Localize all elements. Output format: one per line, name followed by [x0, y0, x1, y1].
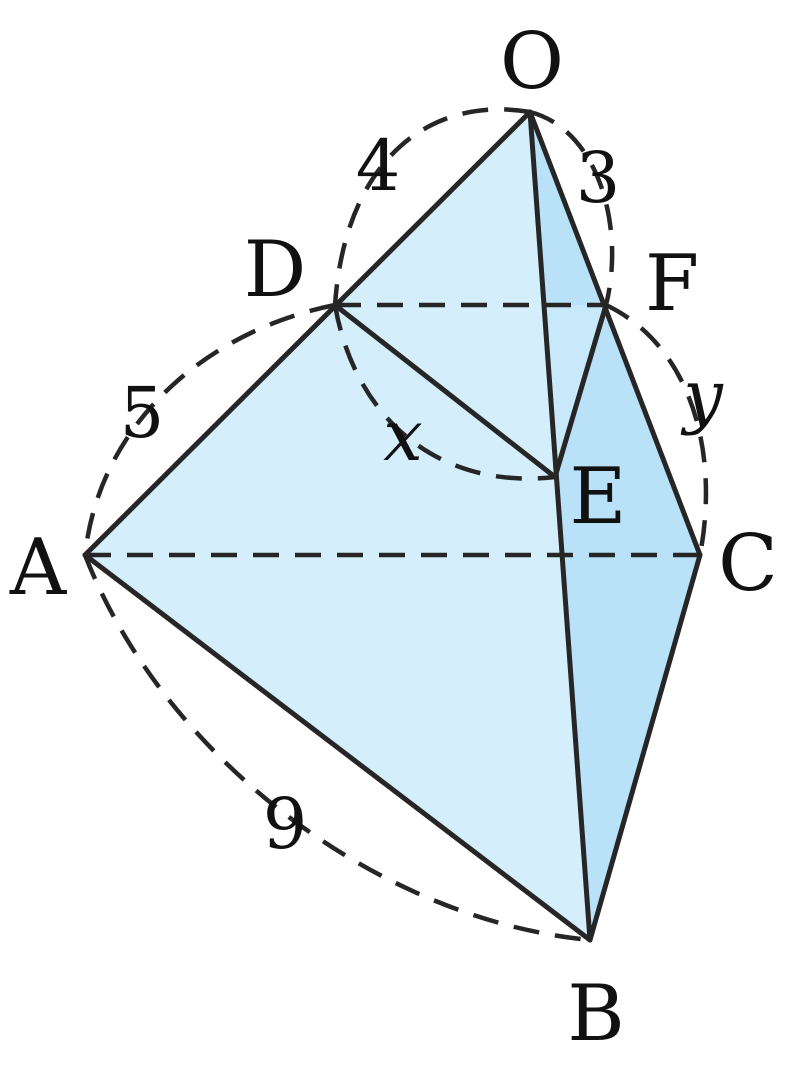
arc-AB	[82, 554, 591, 943]
arc-OD	[332, 107, 531, 306]
edge-BC	[587, 552, 703, 943]
arc-DA	[82, 302, 336, 556]
edge-OA	[82, 109, 533, 558]
edge-OC	[527, 109, 703, 558]
vertex-label-D: D	[244, 225, 307, 315]
arc-OF	[529, 109, 615, 306]
measure-label-OD: 4	[356, 125, 401, 207]
edge-OB	[527, 109, 593, 943]
arc-DE	[332, 304, 556, 481]
measure-label-DE: x	[383, 395, 422, 477]
arc-FC	[605, 302, 709, 556]
measure-label-FC: y	[680, 355, 724, 437]
edge-AB	[82, 552, 593, 943]
edge-DE	[332, 302, 558, 480]
face-OAB	[85, 112, 590, 940]
vertex-label-O: O	[500, 17, 564, 107]
vertex-label-A: A	[9, 523, 68, 613]
measure-label-DA: 5	[120, 372, 165, 454]
vertex-label-F: F	[645, 239, 699, 329]
face-DEF-section	[335, 305, 606, 477]
vertex-label-C: C	[718, 519, 778, 609]
measure-label-AB: 9	[263, 783, 308, 865]
vertex-label-B: B	[567, 969, 624, 1059]
edge-EF	[552, 302, 609, 480]
measure-label-OF: 3	[576, 137, 621, 219]
vertex-label-E: E	[570, 452, 627, 542]
